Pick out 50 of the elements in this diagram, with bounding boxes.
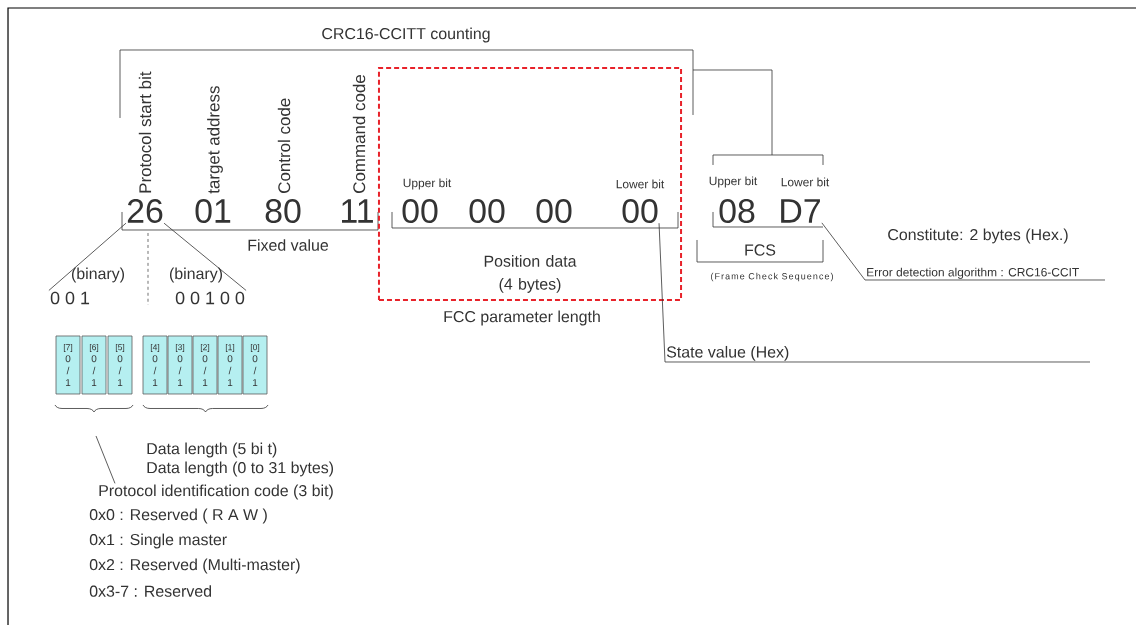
field-label: Protocol start bit	[138, 71, 152, 193]
note-text: 0x1 : Single master	[89, 533, 227, 549]
leader-line	[163, 222, 247, 291]
note-text: Data length (5 bi t)	[147, 442, 277, 458]
bit-cell: [6] 0 / 1	[81, 335, 107, 395]
note-text: 0x3-7 : Reserved	[89, 585, 211, 597]
note-text: State value (Hex)	[666, 345, 789, 361]
byte-value: 26	[127, 199, 163, 223]
byte-value: 01	[195, 199, 231, 223]
byte-value: 08	[719, 199, 755, 223]
field-label: Command code	[352, 75, 366, 193]
bit-label: Lower bit	[616, 179, 665, 189]
leader-line	[95, 435, 116, 484]
leader-line	[821, 222, 866, 281]
byte-value: 11	[342, 199, 373, 223]
bit-label: Upper bit	[403, 178, 452, 190]
note-text: Data length (0 to 31 bytes)	[147, 461, 334, 477]
byte-value: 00	[402, 199, 438, 223]
bit-cell: [1] 0 / 1	[217, 335, 243, 395]
byte-value: 00	[469, 199, 505, 223]
label-text: (binary)	[72, 267, 124, 283]
label-text: (binary)	[170, 267, 222, 283]
note-text: Error detection algorithm : CRC16-CCIT	[867, 267, 1079, 279]
bit-cell: [0] 0 / 1	[242, 335, 268, 395]
note-text: 0x2 : Reserved (Multi-master)	[89, 558, 300, 574]
binary-digits: 0 0 1 0 0	[175, 291, 245, 305]
bit-cell: [3] 0 / 1	[167, 335, 193, 395]
label-text: Fixed value	[248, 239, 329, 251]
byte-value: 00	[536, 199, 572, 223]
byte-value: 00	[622, 199, 658, 223]
bit-cell: [7] 0 / 1	[55, 335, 81, 395]
leader-line	[658, 222, 666, 363]
bit-label: Upper bit	[709, 176, 758, 188]
note-text: Protocol identification code (3 bit)	[99, 484, 333, 500]
label-text: (Frame Check Sequence)	[711, 272, 833, 282]
binary-digits: 0 0 1	[50, 291, 90, 305]
heading-text: CRC16-CCITT counting	[322, 27, 490, 43]
field-label: Control code	[277, 98, 291, 193]
label-text: Constitute: 2 bytes (Hex.)	[888, 228, 1068, 244]
field-label: FCC parameter length	[444, 310, 600, 326]
note-text: 0x0 : Reserved ( R A W )	[89, 508, 267, 524]
bit-cell: [2] 0 / 1	[192, 335, 218, 395]
bit-cell: [5] 0 / 1	[107, 335, 133, 395]
bit-label: Lower bit	[781, 177, 830, 187]
label-text: FCS	[745, 244, 776, 256]
byte-value: D7	[781, 199, 820, 223]
leader-line	[48, 222, 127, 291]
field-label: target address	[207, 86, 223, 194]
bit-cell: [4] 0 / 1	[142, 335, 168, 395]
byte-value: 80	[265, 199, 301, 223]
